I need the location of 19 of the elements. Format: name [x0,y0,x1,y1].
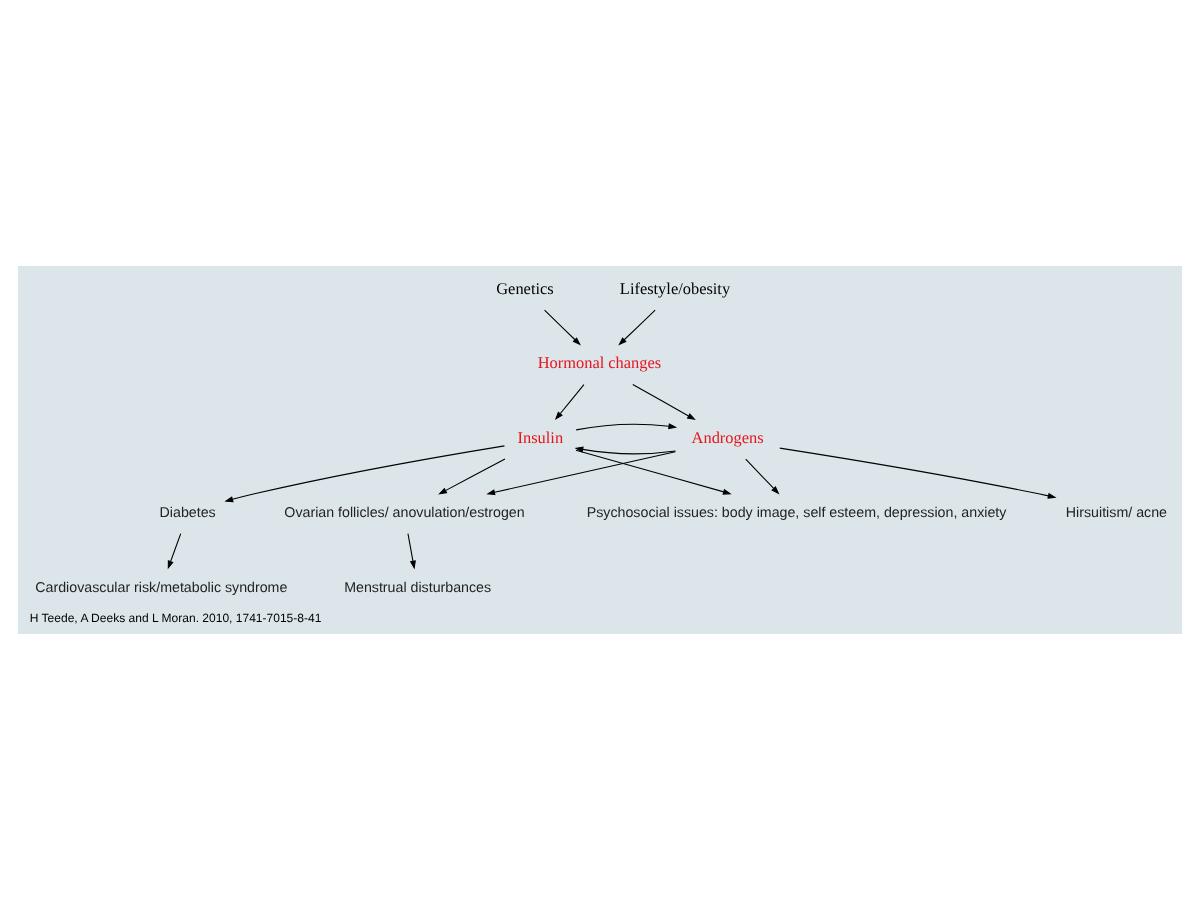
node-text: Genetics [496,279,554,298]
arrow [574,446,677,455]
arrow [745,458,780,495]
node-text: Androgens [691,428,764,447]
arrow [779,447,1057,499]
arrow [632,383,696,421]
arrow [554,384,585,421]
arrow [618,309,656,346]
node-text: Hormonal changes [537,354,662,373]
arrow [486,451,676,496]
node-text: Insulin [517,428,564,447]
arrow [407,533,416,570]
arrow [544,309,581,346]
arrow [438,458,506,495]
arrow [575,423,678,431]
arrow [575,449,732,495]
node-text: Lifestyle/obesity [619,279,731,298]
arrow [167,533,182,570]
arrow [224,445,505,503]
